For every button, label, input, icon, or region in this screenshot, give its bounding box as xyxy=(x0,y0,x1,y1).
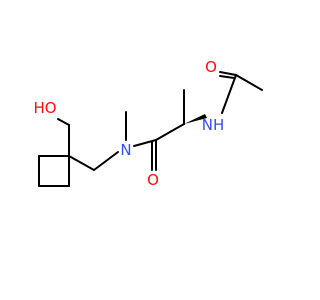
hydroxyl-label: HO xyxy=(33,99,56,117)
tertiary-nitrogen-label: N xyxy=(120,141,131,159)
bond-group xyxy=(38,71,263,187)
bond-n-ch2 xyxy=(93,151,119,171)
bond-ch2-oh xyxy=(57,118,70,126)
structure-diagram: O NH O N HO xyxy=(33,58,263,189)
wedge-bond-alpha-nh xyxy=(184,114,207,124)
acetyl-oxygen-label: O xyxy=(205,58,217,76)
bond-acetyl-carbonyl-b xyxy=(219,75,235,79)
amide-nh-label: NH xyxy=(202,116,225,134)
bond-acetyl-nh xyxy=(221,74,237,114)
bond-amide-n xyxy=(133,139,157,147)
molecule-canvas: O NH O N HO xyxy=(33,58,263,189)
bond-ch2-quaternary xyxy=(68,155,95,171)
bond-acetyl-methyl xyxy=(235,74,263,91)
bond-alpha-amide-carbon xyxy=(155,123,185,141)
bond-acetyl-carbonyl-a xyxy=(219,71,237,76)
amide-oxygen-label: O xyxy=(147,171,159,189)
